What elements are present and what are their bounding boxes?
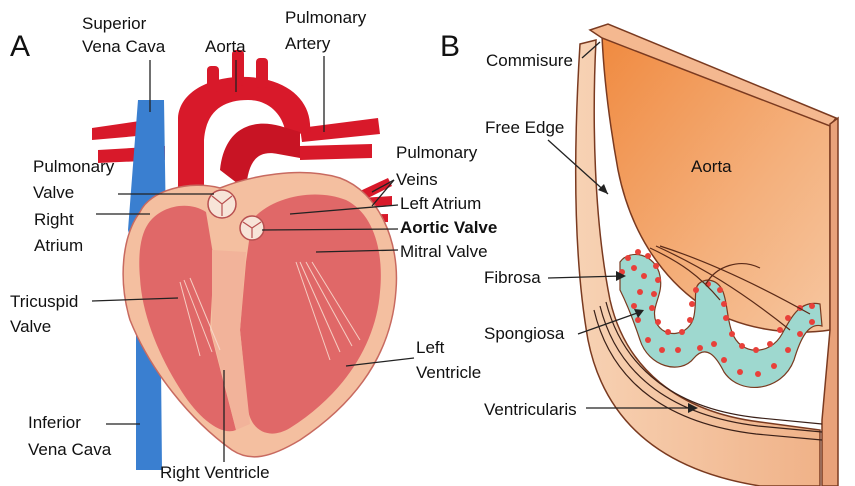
label-aortic-valve: Aortic Valve: [400, 218, 497, 237]
label-right-atrium-2: Atrium: [34, 236, 83, 255]
label-inferior-vena-cava-2: Vena Cava: [28, 440, 112, 459]
label-ventricularis: Ventricularis: [484, 400, 577, 419]
label-left-atrium: Left Atrium: [400, 194, 481, 213]
aorta-branches: [207, 50, 268, 92]
label-aorta-b: Aorta: [691, 157, 732, 176]
label-right-ventricle: Right Ventricle: [160, 463, 270, 482]
label-free-edge: Free Edge: [485, 118, 564, 137]
label-left-ventricle-2: Ventricle: [416, 363, 481, 382]
label-mitral-valve: Mitral Valve: [400, 242, 488, 261]
label-right-atrium-1: Right: [34, 210, 74, 229]
label-pulmonary-artery-1: Pulmonary: [285, 8, 367, 27]
label-tricuspid-valve-2: Valve: [10, 317, 51, 336]
panel-b-letter: B: [440, 30, 460, 63]
label-pulmonary-valve-2: Valve: [33, 183, 74, 202]
label-tricuspid-valve-1: Tricuspid: [10, 292, 78, 311]
panel-b-valve: B Commisure Free Edge Aorta Fibrosa Spon…: [440, 24, 838, 486]
right-pulmonary-branches: [300, 118, 380, 160]
panel-a-letter: A: [10, 30, 30, 63]
label-fibrosa: Fibrosa: [484, 268, 541, 287]
label-pulmonary-artery-2: Artery: [285, 34, 331, 53]
label-left-ventricle-1: Left: [416, 338, 445, 357]
label-inferior-vena-cava-1: Inferior: [28, 413, 81, 432]
label-pulmonary-veins-2: Veins: [396, 170, 438, 189]
label-aorta-a: Aorta: [205, 37, 246, 56]
label-superior-vena-cava-1: Superior: [82, 14, 147, 33]
panel-a-heart: A Superior Vena Cava Aorta Pulmonary Art…: [10, 8, 497, 482]
label-pulmonary-veins-1: Pulmonary: [396, 143, 478, 162]
label-spongiosa: Spongiosa: [484, 324, 565, 343]
label-superior-vena-cava-2: Vena Cava: [82, 37, 166, 56]
label-pulmonary-valve-1: Pulmonary: [33, 157, 115, 176]
label-commisure: Commisure: [486, 51, 573, 70]
